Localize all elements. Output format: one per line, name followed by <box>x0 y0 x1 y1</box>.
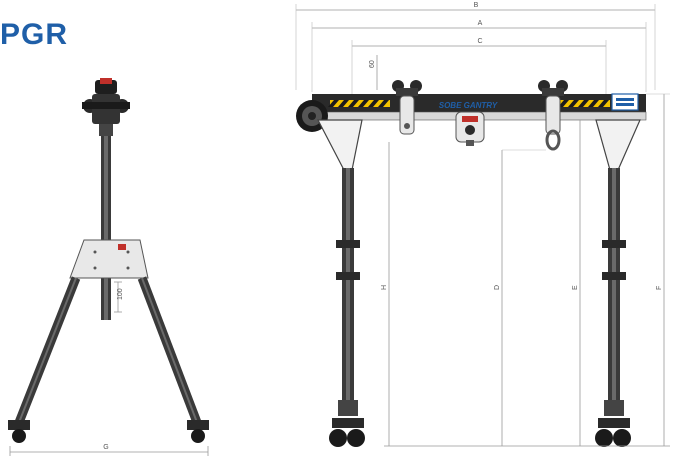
front-view: B A C 60 <box>295 2 670 447</box>
hazard-stripes-right <box>558 100 610 107</box>
side-mast-inner <box>104 120 108 320</box>
trolley-left <box>392 80 422 135</box>
dim-h-label: H <box>381 285 388 290</box>
beam-label: SOBE GANTRY <box>439 101 498 110</box>
hazard-stripes-left <box>328 100 390 107</box>
main-beam <box>312 94 646 112</box>
dim-100-label: 100 <box>117 288 124 300</box>
side-top-plate <box>69 239 149 279</box>
dim-d-label: D <box>494 285 501 290</box>
gusset-right <box>595 119 641 171</box>
front-leg-right <box>595 168 631 447</box>
dim-60-label: 60 <box>369 60 376 68</box>
dim-f-label: F <box>656 286 663 290</box>
dim-e-label: E <box>572 285 579 290</box>
hoist <box>455 111 485 146</box>
dim-c-label: C <box>477 38 482 45</box>
side-trolley <box>82 78 130 136</box>
front-leg-left <box>329 168 365 447</box>
dim-g-label: G <box>103 444 108 451</box>
beam-end-cap <box>611 93 639 111</box>
side-view: 100 G <box>8 78 209 456</box>
side-wheel-left <box>8 420 30 443</box>
dim-a-label: A <box>478 20 483 27</box>
dim-b-label: B <box>474 2 479 9</box>
page-title: PGR <box>0 18 69 51</box>
trolley-right <box>538 80 568 151</box>
side-wheel-right <box>187 420 209 443</box>
gusset-left <box>317 119 363 171</box>
